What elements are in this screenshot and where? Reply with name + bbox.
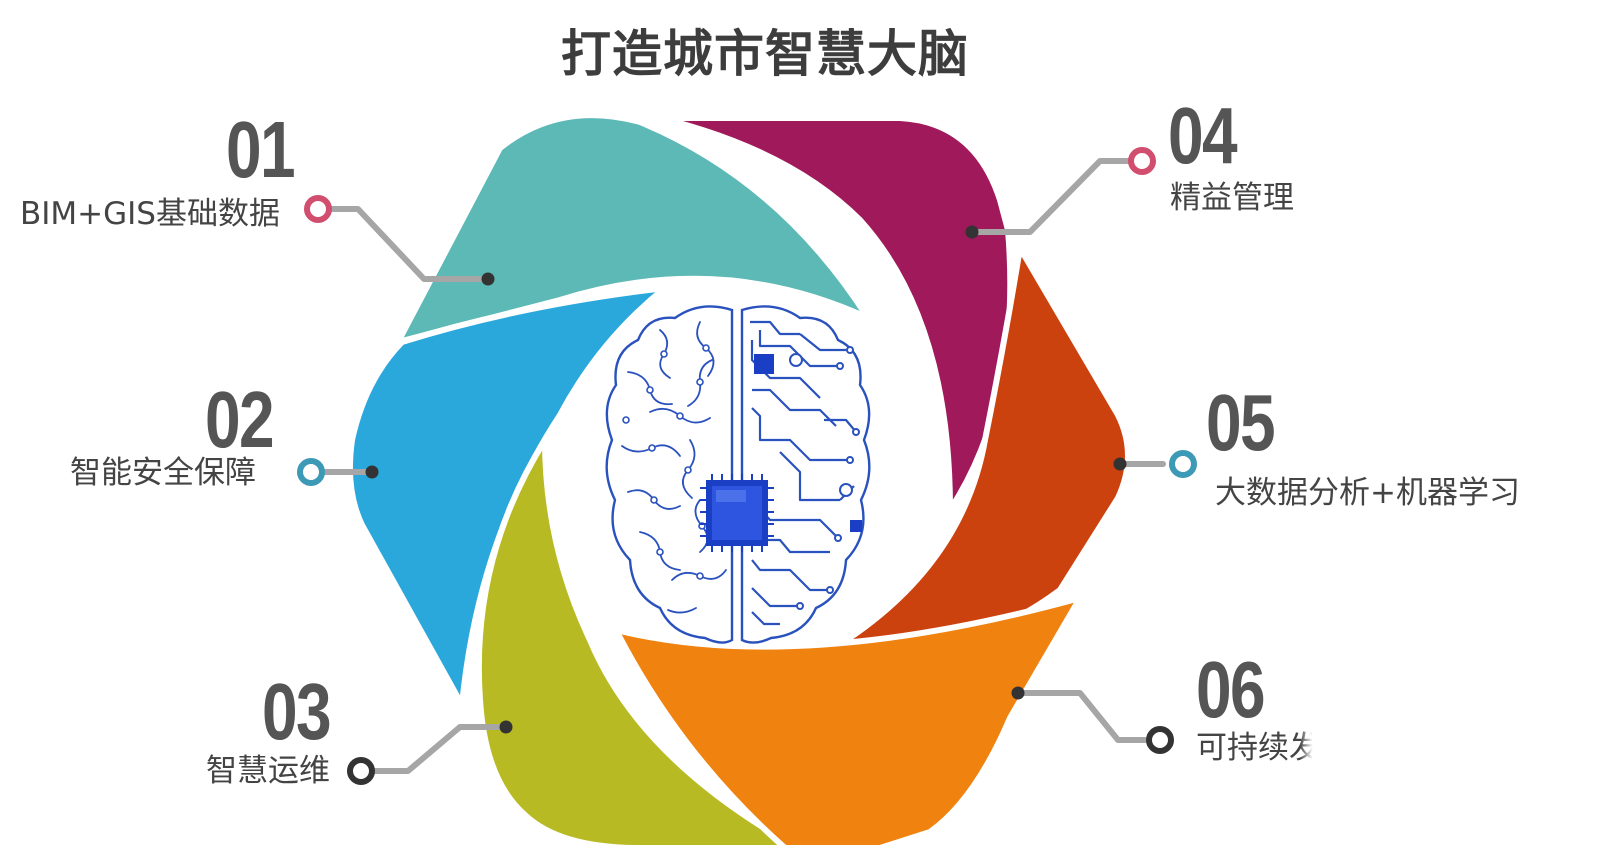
item-label-03: 智慧运维 [206, 753, 330, 789]
item-number-01: 01 [226, 105, 296, 194]
connector-dot-06 [1011, 686, 1025, 700]
segment-06-orange [610, 593, 1087, 848]
ring-marker-01 [304, 195, 332, 223]
item-number-06: 06 [1196, 645, 1266, 734]
connector-dots [365, 225, 1127, 734]
brain-right-traces [750, 320, 857, 626]
brain-left-gyri [621, 321, 727, 614]
segment-02-blue [346, 283, 676, 715]
connector-04 [969, 158, 1131, 235]
brain-right-nodes [789, 346, 860, 610]
connector-dot-05 [1113, 457, 1127, 471]
brain-left-hemisphere [605, 305, 734, 644]
item-label-05: 大数据分析+机器学习 [1215, 475, 1520, 511]
item-number-02: 02 [205, 375, 275, 464]
small-chip-square-2 [850, 520, 862, 532]
ring-marker-03 [347, 757, 375, 785]
ring-marker-04 [1128, 147, 1156, 175]
ring-markers [297, 147, 1197, 785]
ring-marker-06 [1146, 726, 1174, 754]
connector-lines [322, 158, 1166, 774]
brain-left-nodes [622, 344, 710, 580]
item-number-04: 04 [1168, 91, 1238, 180]
connector-03 [372, 724, 509, 774]
connector-01 [329, 206, 491, 282]
segment-03-olive [475, 429, 805, 848]
item-number-03: 03 [262, 667, 332, 756]
connector-dot-01 [481, 272, 495, 286]
item-label-04: 精益管理 [1170, 180, 1294, 216]
label-06-fade-overlay [1300, 722, 1370, 786]
connector-06 [1015, 690, 1148, 743]
segment-04-magenta [659, 115, 1014, 521]
brain-right-hemisphere [740, 305, 871, 644]
small-chip-square [754, 354, 774, 374]
ring-marker-02 [297, 458, 325, 486]
brain-circuit-icon [605, 305, 871, 644]
segment-01-teal [392, 112, 877, 347]
item-number-05: 05 [1206, 378, 1276, 467]
page-title: 打造城市智慧大脑 [561, 25, 969, 83]
connector-dot-03 [499, 720, 513, 734]
connector-dot-02 [365, 465, 379, 479]
connector-dot-04 [965, 225, 979, 239]
ring-marker-05 [1169, 450, 1197, 478]
item-label-01: BIM+GIS基础数据 [20, 196, 280, 232]
item-label-02: 智能安全保障 [70, 455, 256, 491]
cpu-chip [700, 474, 774, 552]
